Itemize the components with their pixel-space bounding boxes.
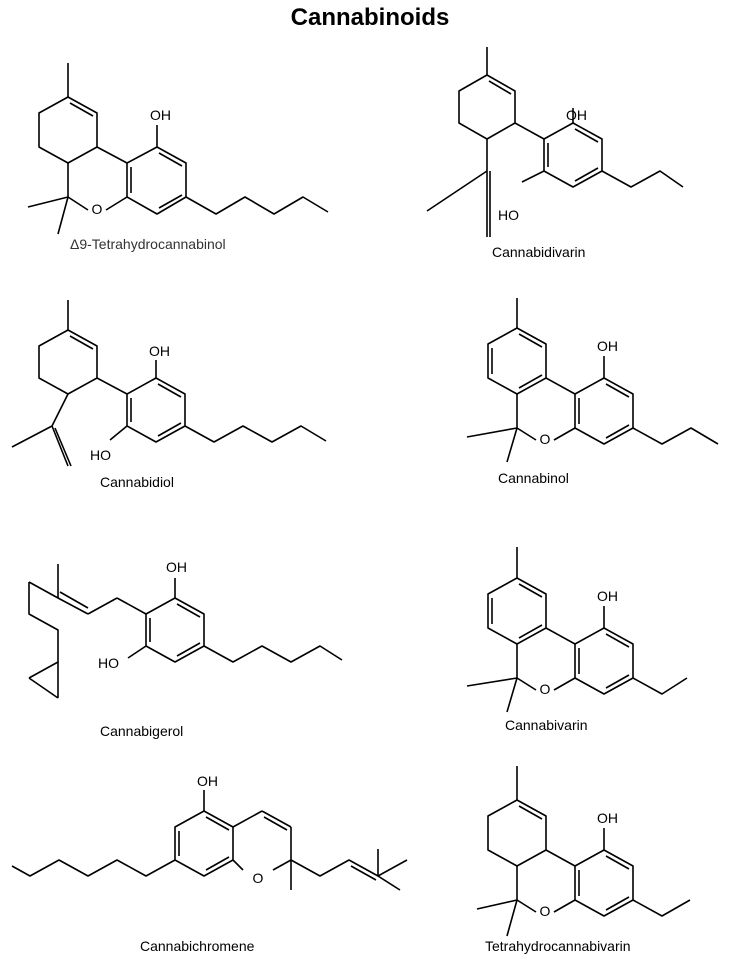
oxygen-label: O xyxy=(540,431,551,447)
oxygen-label: O xyxy=(92,201,103,217)
hydroxyl-label: OH xyxy=(566,107,587,123)
hydroxyl-label: OH xyxy=(597,588,618,604)
label-cbv: Cannabivarin xyxy=(505,717,588,733)
molecule-cbd-structure xyxy=(11,300,327,467)
molecule-cbg-structure xyxy=(28,564,343,699)
page-title: Cannabinoids xyxy=(290,4,450,31)
molecule-cbdv-structure xyxy=(426,47,684,237)
label-cbg: Cannabigerol xyxy=(100,723,184,739)
hydroxyl-label: OH xyxy=(166,559,187,575)
hydroxyl-label: HO xyxy=(98,655,119,671)
oxygen-label: O xyxy=(540,903,551,919)
hydroxyl-label: HO xyxy=(498,207,519,223)
label-cbc: Cannabichromene xyxy=(140,938,255,954)
hydroxyl-label: HO xyxy=(90,447,111,463)
molecule-thc-structure xyxy=(27,63,329,235)
hydroxyl-label: OH xyxy=(149,343,170,359)
hydroxyl-label: OH xyxy=(597,338,618,354)
label-thc: Δ9-Tetrahydrocannabinol xyxy=(70,236,226,252)
label-cbd: Cannabidiol xyxy=(100,474,174,490)
label-thcv: Tetrahydrocannabivarin xyxy=(485,938,631,954)
hydroxyl-label: OH xyxy=(197,773,218,789)
molecule-thcv-structure xyxy=(476,766,691,937)
molecule-cbn-structure xyxy=(466,298,719,463)
oxygen-label: O xyxy=(540,681,551,697)
oxygen-label: O xyxy=(253,870,264,886)
hydroxyl-label: OH xyxy=(150,107,171,123)
molecule-cbc-structure xyxy=(11,790,408,891)
molecule-cbv-structure xyxy=(466,547,688,713)
hydroxyl-label: OH xyxy=(597,810,618,826)
label-cbdv: Cannabidivarin xyxy=(492,244,586,260)
label-cbn: Cannabinol xyxy=(498,470,569,486)
